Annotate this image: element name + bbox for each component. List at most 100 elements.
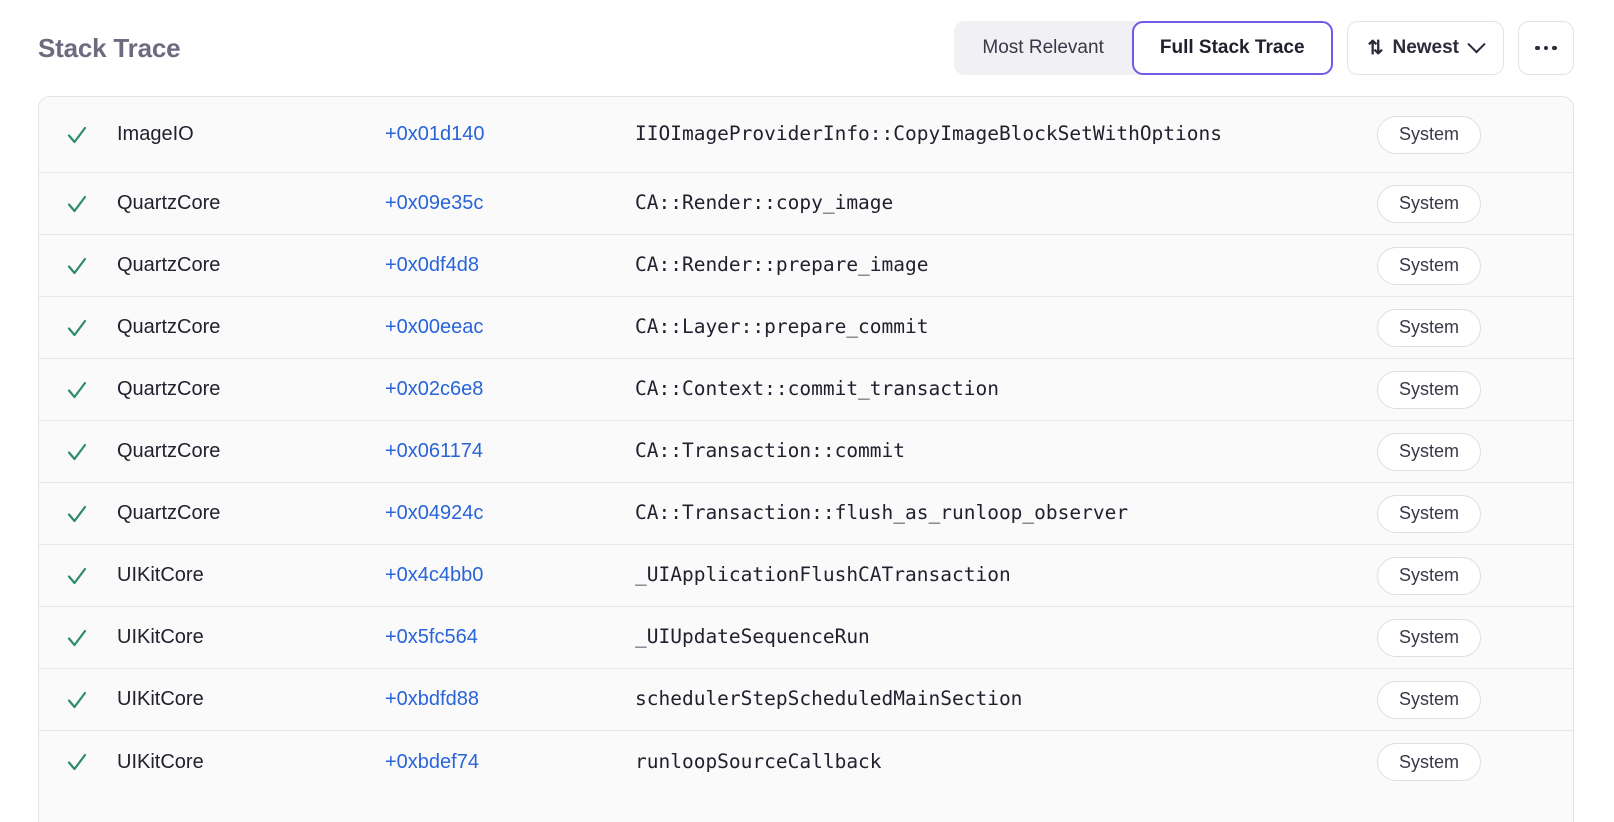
check-icon xyxy=(67,691,87,708)
frame-module: UIKitCore xyxy=(117,626,204,648)
stack-frames-table: ImageIO +0x01d140 IIOImageProviderInfo::… xyxy=(38,96,1574,822)
check-icon xyxy=(67,319,87,336)
check-icon xyxy=(67,443,87,460)
table-row[interactable]: UIKitCore +0xbdef74 runloopSourceCallbac… xyxy=(39,731,1573,793)
frame-status-cell xyxy=(65,564,117,588)
frame-status-cell xyxy=(65,750,117,774)
panel-header: Stack Trace Most Relevant Full Stack Tra… xyxy=(0,0,1614,96)
frame-offset-link[interactable]: +0x061174 xyxy=(385,440,484,462)
status-badge: System xyxy=(1376,308,1481,347)
frame-badge-cell: System xyxy=(1351,432,1481,471)
frame-module: QuartzCore xyxy=(117,192,221,214)
frame-module: QuartzCore xyxy=(117,440,221,462)
frame-function: _UIUpdateSequenceRun xyxy=(635,625,870,649)
frame-module: ImageIO xyxy=(117,123,194,145)
frame-function: runloopSourceCallback xyxy=(635,749,882,773)
frame-badge-cell: System xyxy=(1351,556,1481,595)
frame-offset-link[interactable]: +0x02c6e8 xyxy=(385,378,484,400)
frame-offset-link[interactable]: +0x01d140 xyxy=(385,123,485,145)
page-title: Stack Trace xyxy=(38,32,181,63)
frame-offset-link[interactable]: +0xbdef74 xyxy=(385,750,479,773)
status-badge: System xyxy=(1376,115,1481,154)
tab-most-relevant[interactable]: Most Relevant xyxy=(954,21,1131,75)
frame-offset-link[interactable]: +0x5fc564 xyxy=(385,626,478,648)
frame-function: CA::Render::copy_image xyxy=(635,191,894,215)
tab-full-stack-trace[interactable]: Full Stack Trace xyxy=(1131,21,1333,75)
check-icon xyxy=(67,505,87,522)
check-icon xyxy=(67,126,87,143)
frame-status-cell xyxy=(65,254,117,278)
frame-module: QuartzCore xyxy=(117,502,221,524)
frame-function: CA::Transaction::commit xyxy=(635,439,906,463)
frame-status-cell xyxy=(65,316,117,340)
frame-status-cell xyxy=(65,123,117,147)
table-row[interactable]: QuartzCore +0x0df4d8 CA::Render::prepare… xyxy=(39,235,1573,297)
frame-offset-link[interactable]: +0x04924c xyxy=(385,502,484,524)
frame-badge-cell: System xyxy=(1351,115,1481,154)
status-badge: System xyxy=(1376,680,1481,719)
frame-badge-cell: System xyxy=(1351,308,1481,347)
frame-module: UIKitCore xyxy=(117,564,204,586)
status-badge: System xyxy=(1376,618,1481,657)
more-options-button[interactable] xyxy=(1518,21,1574,75)
frame-badge-cell: System xyxy=(1351,184,1481,223)
chevron-down-icon xyxy=(1467,34,1486,53)
frame-offset-link[interactable]: +0x4c4bb0 xyxy=(385,564,484,586)
status-badge: System xyxy=(1376,743,1481,781)
frame-offset-link[interactable]: +0xbdfd88 xyxy=(385,688,479,710)
ellipsis-horizontal-icon xyxy=(1535,45,1557,51)
check-icon xyxy=(67,629,87,646)
table-row[interactable]: QuartzCore +0x00eeac CA::Layer::prepare_… xyxy=(39,297,1573,359)
frame-status-cell xyxy=(65,502,117,526)
frame-module: QuartzCore xyxy=(117,378,221,400)
frame-module: QuartzCore xyxy=(117,254,221,276)
table-row[interactable]: ImageIO +0x01d140 IIOImageProviderInfo::… xyxy=(39,97,1573,173)
sort-button[interactable]: ⇅ Newest xyxy=(1346,21,1504,75)
frame-offset-link[interactable]: +0x09e35c xyxy=(385,192,484,214)
table-row[interactable]: QuartzCore +0x04924c CA::Transaction::fl… xyxy=(39,483,1573,545)
check-icon xyxy=(67,195,87,212)
frame-status-cell xyxy=(65,378,117,402)
frame-status-cell xyxy=(65,688,117,712)
status-badge: System xyxy=(1376,370,1481,409)
status-badge: System xyxy=(1376,246,1481,285)
frame-function: schedulerStepScheduledMainSection xyxy=(635,687,1023,711)
table-row[interactable]: UIKitCore +0xbdfd88 schedulerStepSchedul… xyxy=(39,669,1573,731)
sort-arrows-icon: ⇅ xyxy=(1367,37,1384,59)
frame-function: _UIApplicationFlushCATransaction xyxy=(635,563,1011,587)
frame-function: CA::Context::commit_transaction xyxy=(635,377,999,401)
frame-badge-cell: System xyxy=(1351,743,1481,781)
frame-module: UIKitCore xyxy=(117,688,204,710)
frame-module: UIKitCore xyxy=(117,750,204,773)
check-icon xyxy=(67,381,87,398)
frame-status-cell xyxy=(65,440,117,464)
status-badge: System xyxy=(1376,184,1481,223)
frame-badge-cell: System xyxy=(1351,246,1481,285)
frame-status-cell xyxy=(65,192,117,216)
check-icon xyxy=(67,257,87,274)
frame-module: QuartzCore xyxy=(117,316,221,338)
table-row[interactable]: UIKitCore +0x4c4bb0 _UIApplicationFlushC… xyxy=(39,545,1573,607)
frame-offset-link[interactable]: +0x00eeac xyxy=(385,316,484,338)
frame-offset-link[interactable]: +0x0df4d8 xyxy=(385,254,479,276)
table-row[interactable]: QuartzCore +0x061174 CA::Transaction::co… xyxy=(39,421,1573,483)
table-row[interactable]: UIKitCore +0x5fc564 _UIUpdateSequenceRun… xyxy=(39,607,1573,669)
table-row[interactable]: QuartzCore +0x09e35c CA::Render::copy_im… xyxy=(39,173,1573,235)
check-icon xyxy=(67,753,87,771)
frame-status-cell xyxy=(65,626,117,650)
frame-badge-cell: System xyxy=(1351,680,1481,719)
frame-function: CA::Transaction::flush_as_runloop_observ… xyxy=(635,501,1129,525)
frame-function: CA::Layer::prepare_commit xyxy=(635,315,929,339)
status-badge: System xyxy=(1376,432,1481,471)
frame-function: CA::Render::prepare_image xyxy=(635,253,929,277)
status-badge: System xyxy=(1376,494,1481,533)
sort-button-label: Newest xyxy=(1392,37,1459,58)
table-row[interactable]: QuartzCore +0x02c6e8 CA::Context::commit… xyxy=(39,359,1573,421)
frame-badge-cell: System xyxy=(1351,494,1481,533)
frame-badge-cell: System xyxy=(1351,618,1481,657)
frame-function: IIOImageProviderInfo::CopyImageBlockSetW… xyxy=(635,122,1222,146)
frame-badge-cell: System xyxy=(1351,370,1481,409)
view-mode-segmented-control[interactable]: Most Relevant Full Stack Trace xyxy=(954,21,1333,75)
status-badge: System xyxy=(1376,556,1481,595)
